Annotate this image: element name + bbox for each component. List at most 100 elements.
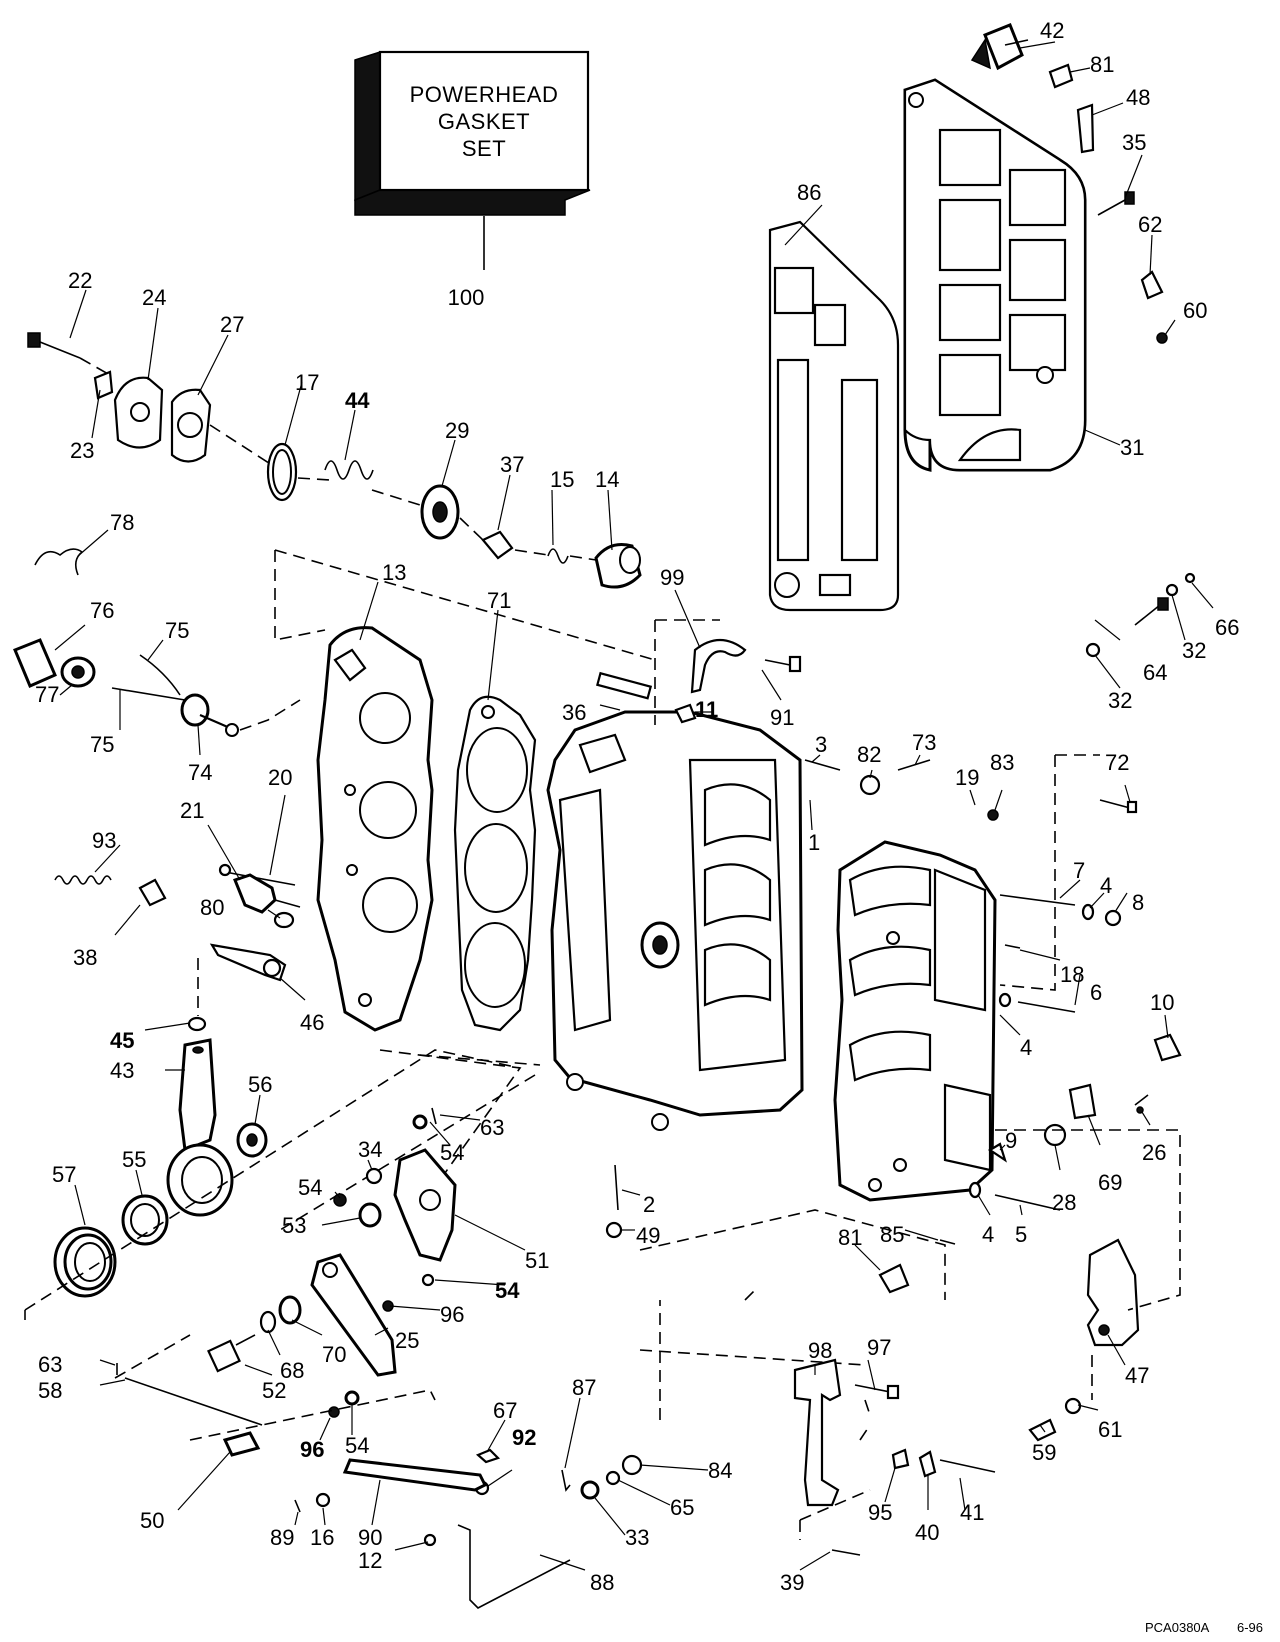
label-22: 22 — [68, 268, 92, 293]
label-47: 47 — [1125, 1363, 1149, 1388]
label-99: 99 — [660, 565, 684, 590]
label-89: 89 — [270, 1525, 294, 1550]
label-45: 45 — [110, 1028, 134, 1053]
label-29: 29 — [445, 418, 469, 443]
label-75b: 75 — [90, 732, 114, 757]
label-52: 52 — [262, 1378, 286, 1403]
label-24: 24 — [142, 285, 166, 310]
label-31: 31 — [1120, 435, 1144, 460]
box-line-2: GASKET — [438, 109, 530, 134]
label-8: 8 — [1132, 890, 1144, 915]
exhaust-cover-31 — [903, 78, 1087, 472]
label-42: 42 — [1040, 18, 1064, 43]
label-64: 64 — [1143, 660, 1167, 685]
label-26: 26 — [1142, 1140, 1166, 1165]
leader-lines — [54, 41, 1214, 1571]
label-32a: 32 — [1182, 638, 1206, 663]
label-17: 17 — [295, 370, 319, 395]
label-58: 58 — [38, 1378, 62, 1403]
label-76: 76 — [90, 598, 114, 623]
label-11: 11 — [695, 697, 718, 722]
label-66: 66 — [1215, 615, 1239, 640]
label-5: 5 — [1015, 1222, 1027, 1247]
label-81: 81 — [1090, 52, 1114, 77]
label-9: 9 — [1005, 1128, 1017, 1153]
label-86: 86 — [797, 180, 821, 205]
label-54c: 54 — [495, 1278, 520, 1303]
label-90: 90 — [358, 1525, 382, 1550]
cover-gasket-86 — [768, 220, 900, 612]
label-40: 40 — [915, 1520, 939, 1545]
label-98: 98 — [808, 1338, 832, 1363]
label-63b: 63 — [38, 1352, 62, 1377]
label-75a: 75 — [165, 618, 189, 643]
label-96b: 96 — [300, 1437, 324, 1462]
cylinder-block — [546, 619, 804, 1131]
label-1: 1 — [808, 830, 820, 855]
sensor-parts — [13, 548, 301, 737]
label-55: 55 — [122, 1147, 146, 1172]
label-67: 67 — [493, 1398, 517, 1423]
label-59: 59 — [1032, 1440, 1056, 1465]
label-85: 85 — [880, 1222, 904, 1247]
reference-date-text: 6-96 — [1237, 1620, 1263, 1635]
label-43: 43 — [110, 1058, 134, 1083]
label-95: 95 — [868, 1500, 892, 1525]
label-14: 14 — [595, 467, 619, 492]
label-91: 91 — [770, 705, 794, 730]
gasket-set-box: POWERHEAD GASKET SET — [354, 50, 591, 270]
label-73: 73 — [912, 730, 936, 755]
label-51: 51 — [525, 1248, 549, 1273]
label-4b: 4 — [1020, 1035, 1032, 1060]
label-54d: 54 — [345, 1433, 369, 1458]
label-74: 74 — [188, 760, 212, 785]
part-number-labels: 100 42 81 48 35 62 60 31 86 22 24 27 23 … — [35, 18, 1239, 1595]
label-56: 56 — [248, 1072, 272, 1097]
label-23: 23 — [70, 438, 94, 463]
head-gasket-71 — [453, 695, 537, 1032]
label-39: 39 — [780, 1570, 804, 1595]
label-78: 78 — [110, 510, 134, 535]
label-65: 65 — [670, 1495, 694, 1520]
label-12: 12 — [358, 1548, 382, 1573]
label-92: 92 — [512, 1425, 536, 1450]
label-6: 6 — [1090, 980, 1102, 1005]
box-line-1: POWERHEAD — [410, 82, 559, 107]
label-61: 61 — [1098, 1417, 1122, 1442]
thermostat-parts — [27, 332, 642, 589]
label-68: 68 — [280, 1358, 304, 1383]
label-2: 2 — [643, 1192, 655, 1217]
label-34: 34 — [358, 1137, 382, 1162]
label-62: 62 — [1138, 212, 1162, 237]
label-93: 93 — [92, 828, 116, 853]
label-70: 70 — [322, 1342, 346, 1367]
reference-code-text: PCA0380A — [1145, 1620, 1210, 1635]
label-28: 28 — [1052, 1190, 1076, 1215]
label-35: 35 — [1122, 130, 1146, 155]
label-27: 27 — [220, 312, 244, 337]
label-20: 20 — [268, 765, 292, 790]
label-97: 97 — [867, 1335, 891, 1360]
label-15: 15 — [550, 467, 574, 492]
reference-code: PCA0380A 6-96 — [1145, 1620, 1263, 1635]
label-100: 100 — [448, 285, 485, 310]
label-77: 77 — [35, 682, 59, 707]
linkage-parts — [24, 863, 541, 1513]
label-71: 71 — [487, 588, 511, 613]
lower-hardware — [423, 1142, 1007, 1609]
cylinder-head-13 — [274, 549, 656, 1032]
label-18: 18 — [1060, 962, 1084, 987]
label-87: 87 — [572, 1375, 596, 1400]
label-37: 37 — [500, 452, 524, 477]
label-16: 16 — [310, 1525, 334, 1550]
label-46: 46 — [300, 1010, 324, 1035]
label-25: 25 — [395, 1328, 419, 1353]
label-19: 19 — [955, 765, 979, 790]
label-4c: 4 — [982, 1222, 994, 1247]
label-54a: 54 — [440, 1140, 464, 1165]
label-82: 82 — [857, 742, 881, 767]
label-48: 48 — [1126, 85, 1150, 110]
label-4a: 4 — [1100, 873, 1112, 898]
label-10: 10 — [1150, 990, 1174, 1015]
